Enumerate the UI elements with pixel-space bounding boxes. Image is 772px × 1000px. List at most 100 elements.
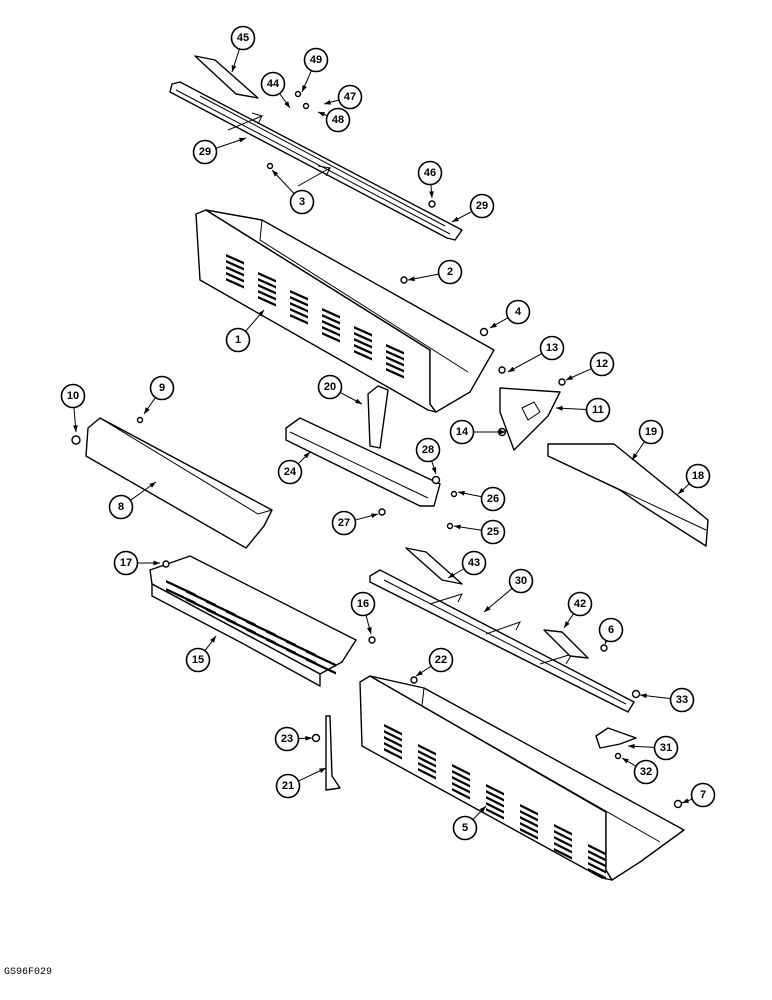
callout-circle: [653, 735, 679, 761]
callout-circle: [638, 419, 664, 445]
louver-slot: [554, 836, 572, 848]
callout-arrowhead: [284, 101, 290, 108]
louver-slot: [386, 356, 404, 367]
callout-circle: [480, 519, 506, 545]
callout-9: 9: [143, 375, 175, 415]
callout-arrowhead: [408, 276, 415, 282]
callout-arrowhead: [454, 524, 461, 530]
callout-number: 11: [592, 404, 604, 416]
louver-slot: [354, 326, 372, 337]
callout-11: 11: [555, 397, 611, 423]
callout-29: 29: [451, 193, 495, 223]
callout-number: 3: [299, 196, 305, 208]
louver-slot: [226, 278, 244, 289]
louver-slot: [554, 848, 572, 860]
callout-31: 31: [627, 735, 679, 761]
callout-28: 28: [415, 437, 441, 475]
louver-slot: [418, 762, 436, 774]
callout-arrowhead: [239, 137, 246, 143]
callout-number: 14: [456, 426, 469, 438]
callout-26: 26: [457, 486, 506, 512]
callout-number: 26: [487, 493, 499, 505]
callout-circle: [598, 617, 624, 643]
callout-circle: [350, 591, 376, 617]
callout-circle: [277, 459, 303, 485]
louver-slot: [306, 650, 336, 667]
callout-32: 32: [621, 757, 659, 785]
callout-23: 23: [274, 726, 313, 752]
louver-slot: [520, 804, 538, 816]
plate-45: [194, 55, 259, 99]
callout-arrowhead: [355, 398, 362, 404]
callout-arrowhead: [640, 693, 647, 699]
callout-circle: [113, 550, 139, 576]
callout-4: 4: [489, 299, 531, 329]
callout-arrowhead: [479, 806, 486, 813]
louver-slot: [354, 338, 372, 349]
louver-slot: [258, 272, 276, 283]
louver-slot: [354, 344, 372, 355]
callout-3: 3: [271, 169, 315, 215]
callout-circle: [192, 139, 218, 165]
channel-24: [285, 417, 441, 507]
callout-circle: [452, 815, 478, 841]
callout-arrowhead: [458, 490, 465, 496]
plate-8: [85, 417, 273, 549]
louver-slot: [452, 776, 470, 788]
louver-slot: [486, 790, 504, 802]
strap-21: [325, 715, 341, 791]
louver-slot: [384, 748, 402, 760]
louvered-panel-1: [195, 209, 495, 413]
louver-slot: [554, 824, 572, 836]
drawing-code: GS96F029: [4, 967, 52, 978]
top-rail-29: [169, 81, 463, 241]
callout-arrowhead: [678, 487, 685, 494]
callout-number: 6: [608, 624, 614, 636]
callout-circle: [690, 782, 716, 808]
callout-number: 8: [118, 501, 124, 513]
callout-circle: [230, 25, 256, 51]
callout-arrowhead: [73, 425, 78, 432]
louver-slot: [258, 290, 276, 301]
callout-18: 18: [677, 463, 711, 495]
louver-slot: [290, 302, 308, 313]
louver-slot: [354, 332, 372, 343]
callout-circle: [325, 107, 351, 133]
callout-number: 24: [284, 466, 297, 478]
louver-slot: [384, 730, 402, 742]
callout-number: 29: [199, 146, 211, 158]
callout-43: 43: [447, 550, 487, 579]
callout-30: 30: [483, 568, 534, 613]
louver-slot: [588, 850, 606, 862]
bracket-31: [595, 727, 637, 749]
callout-12: 12: [565, 351, 615, 381]
callout-6: 6: [598, 617, 624, 645]
callout-circle: [303, 47, 329, 73]
louver-slot: [322, 320, 340, 331]
callout-46: 46: [417, 160, 443, 199]
louver-slot: [322, 314, 340, 325]
louver-slot: [418, 768, 436, 780]
callout-arrowhead: [566, 375, 573, 380]
callout-circle: [108, 494, 134, 520]
louver-slot: [418, 744, 436, 756]
callout-circle: [415, 437, 441, 463]
callout-circle: [508, 568, 534, 594]
callout-circle: [480, 486, 506, 512]
callout-number: 46: [424, 167, 436, 179]
callout-circle: [589, 351, 615, 377]
callout-number: 22: [435, 654, 447, 666]
callout-arrowhead: [371, 513, 378, 519]
callout-arrowhead: [416, 670, 423, 676]
callout-number: 47: [344, 91, 356, 103]
callout-circle: [539, 335, 565, 361]
callout-arrowhead: [305, 735, 312, 741]
callout-arrowhead: [318, 112, 325, 117]
louver-slot: [486, 808, 504, 820]
callout-number: 19: [645, 426, 657, 438]
callout-circle: [428, 647, 454, 673]
callout-number: 48: [332, 114, 344, 126]
louver-slot: [452, 770, 470, 782]
